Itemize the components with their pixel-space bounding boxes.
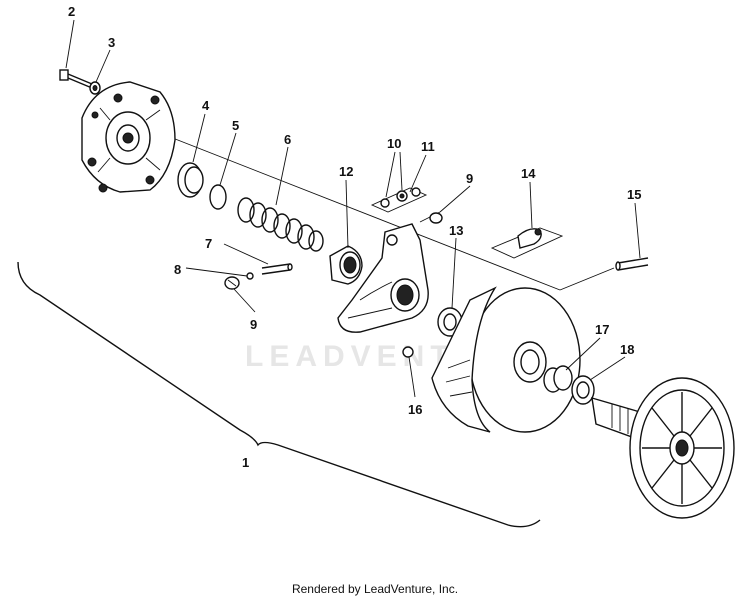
assembly-bracket bbox=[17, 261, 541, 528]
callout-labels: 1 2 3 4 5 6 7 8 9 9 10 11 12 13 14 15 16… bbox=[68, 4, 641, 470]
assembly-axis-line bbox=[164, 134, 561, 291]
callout-9-lower: 9 bbox=[250, 317, 257, 332]
weight-clip-part bbox=[490, 227, 564, 259]
shaft-wheel-part bbox=[591, 377, 735, 519]
callout-13: 13 bbox=[449, 223, 463, 238]
cover-plate-part bbox=[81, 81, 176, 193]
bolt-part bbox=[59, 69, 93, 89]
callout-3: 3 bbox=[108, 35, 115, 50]
snap-ring-part bbox=[209, 184, 227, 210]
callout-6: 6 bbox=[284, 132, 291, 147]
callout-8: 8 bbox=[174, 262, 181, 277]
callout-1: 1 bbox=[242, 455, 249, 470]
leader-lines bbox=[65, 19, 641, 398]
shaft-pin-part bbox=[559, 257, 649, 291]
arm-bracket-part bbox=[337, 223, 429, 333]
roller-bushing-part bbox=[329, 245, 363, 285]
small-nut-part bbox=[419, 211, 443, 224]
callout-11: 11 bbox=[421, 139, 435, 154]
callout-16: 16 bbox=[408, 402, 422, 417]
callout-9-upper: 9 bbox=[466, 171, 473, 186]
callout-14: 14 bbox=[521, 166, 536, 181]
washer-17-part bbox=[543, 365, 573, 393]
washer-18-part bbox=[571, 375, 595, 405]
callout-12: 12 bbox=[339, 164, 353, 179]
callout-4: 4 bbox=[202, 98, 210, 113]
spring-part bbox=[237, 197, 324, 252]
callout-10: 10 bbox=[387, 136, 401, 151]
footer-credit: Rendered by LeadVenture, Inc. bbox=[291, 582, 459, 596]
washer-part bbox=[89, 81, 101, 95]
pin-part bbox=[261, 263, 293, 275]
callout-7: 7 bbox=[205, 236, 212, 251]
callout-2: 2 bbox=[68, 4, 75, 19]
callout-18: 18 bbox=[620, 342, 634, 357]
bushing-ring-part bbox=[177, 162, 204, 198]
callout-17: 17 bbox=[595, 322, 609, 337]
roller-part bbox=[246, 272, 254, 280]
fastener-group-part bbox=[370, 187, 428, 213]
callout-15: 15 bbox=[627, 187, 641, 202]
callout-5: 5 bbox=[232, 118, 239, 133]
nut-part bbox=[224, 276, 240, 290]
plug-part bbox=[402, 346, 414, 358]
sheave-part bbox=[431, 286, 581, 433]
